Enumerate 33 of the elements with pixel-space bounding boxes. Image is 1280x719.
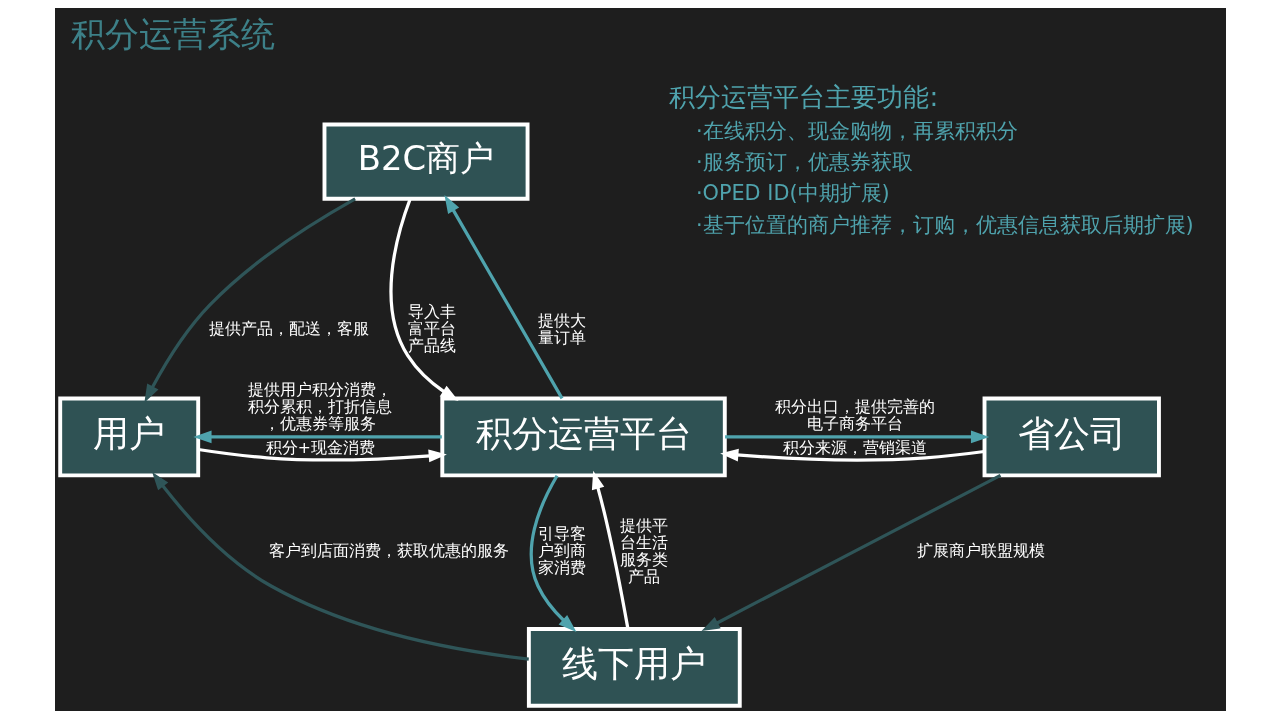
label: ·基于位置的商户推荐，订购，优惠信息获取后期扩展) bbox=[695, 212, 1194, 237]
arrow bbox=[529, 474, 576, 632]
edge-label: 扩展商户联盟规模 bbox=[916, 542, 1045, 561]
arrow bbox=[388, 198, 459, 401]
edge-label: 提供平台生活服务类产品 bbox=[619, 516, 668, 586]
label: ·OPED ID(中期扩展) bbox=[695, 181, 890, 206]
arrow bbox=[192, 430, 442, 444]
label: ·服务预订，优惠券获取 bbox=[695, 150, 913, 175]
arrow bbox=[724, 430, 989, 444]
label: ·在线积分、现金购物，再累积积分 bbox=[695, 118, 1018, 143]
diagram-title: 积分运营系统 bbox=[70, 14, 275, 54]
arrow bbox=[443, 194, 563, 400]
edge-label: 提供产品，配送，客服 bbox=[208, 320, 369, 339]
node-box: B2C商户 bbox=[322, 122, 530, 201]
node-box: 省公司 bbox=[982, 396, 1161, 478]
label: 积分运营平台主要功能: bbox=[668, 81, 938, 112]
edge-label: 客户到店面消费，获取优惠的服务 bbox=[268, 542, 509, 561]
edge-label: 积分+现金消费 bbox=[265, 439, 375, 458]
arrow bbox=[591, 470, 630, 630]
edge-label: 提供大量订单 bbox=[537, 311, 586, 347]
edge-label: 提供用户积分消费，积分累积，打折信息，优惠券等服务 bbox=[247, 380, 392, 433]
node-box: 线下用户 bbox=[526, 627, 742, 708]
arrow bbox=[151, 471, 529, 661]
node-box: 用户 bbox=[57, 396, 200, 478]
arrow bbox=[701, 473, 1001, 632]
arrow bbox=[719, 448, 984, 462]
edge-label: 积分来源，营销渠道 bbox=[782, 439, 927, 458]
edge-label: 导入丰富平台产品线 bbox=[407, 303, 456, 356]
edge-label: 积分出口，提供完善的电子商务平台 bbox=[774, 397, 935, 433]
arrow bbox=[197, 447, 447, 463]
edge-label: 引导客户到商家消费 bbox=[537, 525, 586, 578]
arrow bbox=[143, 197, 356, 403]
node-box: 积分运营平台 bbox=[439, 396, 727, 478]
